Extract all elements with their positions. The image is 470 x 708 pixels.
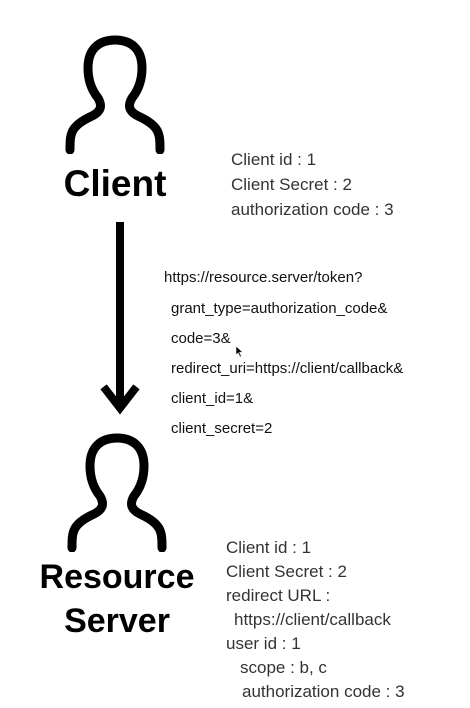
client-info-line: Client Secret : 2 (231, 175, 352, 194)
request-url: https://resource.server/token? (164, 269, 363, 286)
server-label-line1: Resource (39, 558, 195, 596)
server-info-line: redirect URL : (226, 586, 331, 605)
server-info-line: Client Secret : 2 (226, 562, 347, 581)
down-arrow-icon (100, 222, 140, 415)
request-param: client_id=1& (171, 390, 254, 407)
client-info-line: authorization code : 3 (231, 200, 394, 219)
request-param: redirect_uri=https://client/callback& (171, 360, 404, 377)
request-param: client_secret=2 (171, 420, 273, 437)
server-info-line: user id : 1 (226, 634, 301, 653)
request-param: grant_type=authorization_code& (171, 300, 388, 317)
client-info-line: Client id : 1 (231, 150, 317, 169)
client-person-icon (65, 35, 165, 154)
server-label-line2: Server (64, 602, 170, 640)
server-info-line: authorization code : 3 (242, 682, 405, 701)
server-info-line: scope : b, c (240, 658, 327, 677)
server-person-icon (67, 433, 167, 552)
cursor-icon (235, 345, 244, 358)
request-param: code=3& (171, 330, 231, 347)
server-info-line: Client id : 1 (226, 538, 312, 557)
client-label: Client (63, 163, 167, 204)
server-info-line: https://client/callback (234, 610, 391, 629)
